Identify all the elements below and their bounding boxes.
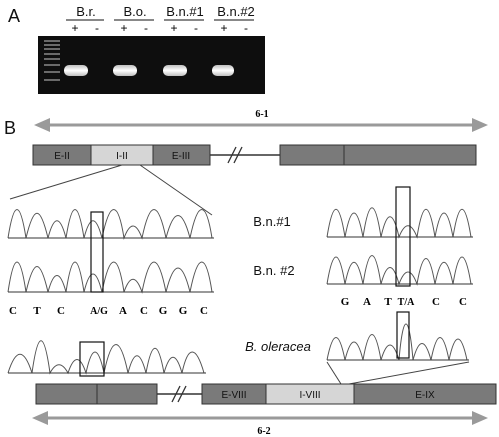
lane-minus-br: - (95, 21, 99, 35)
seq-left-base: C (200, 305, 208, 317)
seq-right-base: T (384, 296, 392, 308)
span-arrow-6-1 (34, 118, 488, 132)
gel-band-bn1 (163, 65, 187, 76)
lane-minus-bo: - (144, 21, 148, 35)
seq-left-base: C (140, 305, 148, 317)
gel-ladder (44, 40, 60, 81)
seq-right-base: A (363, 296, 371, 308)
zoom-lines-top (9, 164, 213, 216)
seq-left-base: G (159, 305, 168, 317)
seq-right-base: C (459, 296, 467, 308)
sequence-left: C T C A/G A C G G C (9, 305, 208, 317)
gene-top-break (227, 146, 243, 164)
seq-left-base: G (179, 305, 188, 317)
lane-minus-bn2: - (244, 21, 248, 35)
seq-left-base: C (9, 305, 17, 317)
exon-e-ix-label: E-IX (415, 390, 435, 401)
zoom-lines-bottom (326, 361, 470, 385)
gel-band-bo (113, 65, 137, 76)
span-label-6-1: 6-1 (255, 109, 268, 120)
intron-i-ii-label: I-II (116, 151, 128, 162)
highlight-box-bo-right (396, 311, 410, 359)
chromatogram-bn1-right (326, 207, 473, 239)
lane-minus-bn1: - (194, 21, 198, 35)
exon-top-right-a (279, 144, 345, 166)
seq-left-base: T (33, 305, 41, 317)
sample-label-bo: B. oleracea (245, 339, 311, 354)
panel-a-label: A (8, 6, 20, 26)
chromatogram-bo-left (7, 340, 206, 375)
lane-label-bo: B.o. (123, 4, 146, 19)
exon-e-viii-label: E-VIII (221, 390, 246, 401)
lane-plus-bo: + (120, 21, 127, 35)
highlight-box-left (90, 211, 104, 293)
exon-top-right-b (343, 144, 477, 166)
sample-label-bn2: B.n. #2 (253, 263, 294, 278)
highlight-box-right (395, 186, 411, 287)
sample-label-bn1: B.n.#1 (253, 214, 291, 229)
intron-i-viii-label: I-VIII (299, 390, 320, 401)
chromatogram-bn2-right (326, 255, 473, 286)
exon-e-ix (353, 383, 497, 405)
seq-right-base: G (341, 296, 350, 308)
gel-band-br (64, 65, 88, 76)
lane-plus-bn1: + (170, 21, 177, 35)
lane-label-bn1: B.n.#1 (166, 4, 204, 19)
lane-plus-br: + (71, 21, 78, 35)
seq-right-base: T/A (398, 297, 415, 308)
exon-bottom-left-b (96, 383, 158, 405)
chromatogram-bn2-left (7, 261, 214, 294)
lane-label-bn2: B.n.#2 (217, 4, 255, 19)
lane-label-br: B.r. (76, 4, 96, 19)
seq-right-base: C (432, 296, 440, 308)
gel-band-bn2 (212, 65, 234, 76)
chromatogram-bn1-left (7, 209, 214, 240)
panel-b-label: B (4, 118, 16, 138)
chromatogram-bo-right (326, 323, 469, 361)
lane-plus-bn2: + (220, 21, 227, 35)
seq-left-base: A/G (90, 306, 108, 317)
highlight-box-bo-left (79, 341, 105, 377)
exon-e-iii (152, 144, 211, 166)
exon-e-iii-label: E-III (172, 151, 190, 162)
gene-bottom-break (171, 385, 187, 403)
exon-e-ii-label: E-II (54, 151, 70, 162)
exon-bottom-left-a (35, 383, 98, 405)
span-label-6-2: 6-2 (257, 426, 270, 437)
seq-left-base: C (57, 305, 65, 317)
seq-left-base: A (119, 305, 127, 317)
span-arrow-6-2 (32, 411, 488, 425)
sequence-right: G A T T/A C C (341, 296, 467, 308)
